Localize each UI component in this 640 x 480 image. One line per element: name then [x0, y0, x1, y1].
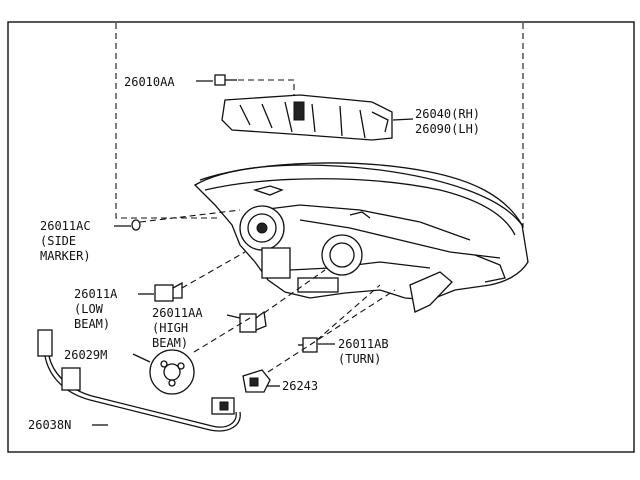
- leader-low-beam: [181, 251, 246, 289]
- headlamp-housing: [193, 162, 529, 313]
- label-26040: 26040(RH): [415, 107, 480, 121]
- assembly-boundary: [115, 23, 220, 219]
- label-26011AC-desc1: (SIDE: [40, 234, 76, 248]
- label-26038N: 26038N: [28, 418, 71, 432]
- leader-turn: [316, 284, 381, 341]
- side-marker-bulb: [131, 219, 141, 231]
- label-26011AC-desc2: MARKER): [40, 249, 91, 263]
- label-26243: 26243: [282, 379, 318, 393]
- label-26011AA-desc2: BEAM): [152, 336, 188, 350]
- label-26011AA-desc1: (HIGH: [152, 321, 188, 335]
- cap-26029M: [149, 349, 195, 395]
- screw-26010AA: [214, 74, 237, 86]
- wire-harness: [37, 329, 241, 432]
- label-26011AC: 26011AC: [40, 219, 91, 233]
- label-26010AA: 26010AA: [124, 75, 175, 89]
- label-26011A-desc1: (LOW: [74, 302, 104, 316]
- label-26090: 26090(LH): [415, 122, 480, 136]
- bracket-part: [221, 94, 393, 141]
- label-26011A-desc2: BEAM): [74, 317, 110, 331]
- label-26029M: 26029M: [64, 348, 107, 362]
- leader-side-marker: [139, 209, 241, 223]
- low-beam-bulb: [154, 281, 183, 302]
- leader-lines: [92, 80, 414, 426]
- diagram-frame: [7, 21, 635, 453]
- leader-cap: [193, 317, 251, 353]
- high-beam-bulb: [239, 310, 267, 333]
- label-26011AA: 26011AA: [152, 306, 203, 320]
- turn-bulb: [298, 337, 318, 353]
- label-26011AB-desc: (TURN): [338, 352, 381, 366]
- socket-26243: [242, 369, 271, 393]
- leader-high-beam: [263, 269, 326, 314]
- leader-26010AA-bracket: [238, 79, 295, 95]
- label-26011AB: 26011AB: [338, 337, 389, 351]
- leader-socket: [267, 289, 396, 373]
- label-26011A: 26011A: [74, 287, 118, 301]
